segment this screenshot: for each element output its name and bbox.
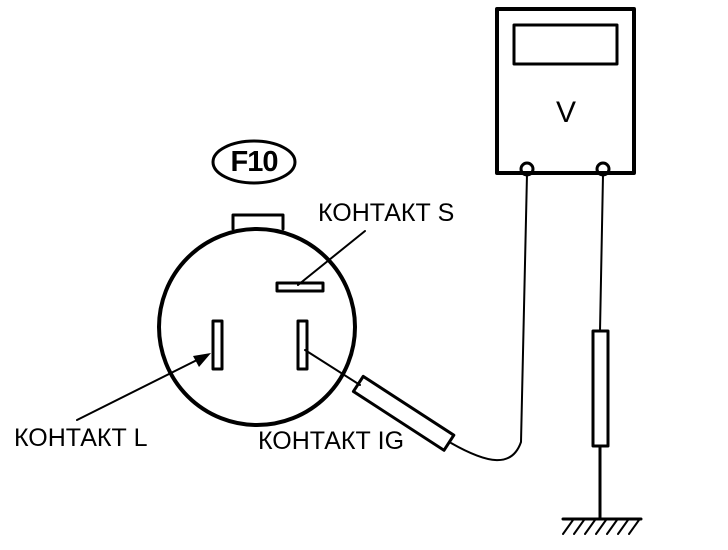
arrowhead-l <box>193 353 211 367</box>
contact-s-label: КОНТАКТ S <box>318 199 455 227</box>
voltmeter-terminal-left <box>519 161 535 177</box>
resistor <box>591 329 610 448</box>
terminal-l <box>211 319 224 371</box>
probe-tip <box>304 349 361 386</box>
leader-arrow-l <box>76 354 208 421</box>
terminal-ig <box>296 319 309 371</box>
voltmeter-unit-label: V <box>556 96 577 129</box>
connector-body <box>157 227 357 427</box>
connector-code-label: F10 <box>230 145 279 178</box>
probe-handle <box>351 374 456 452</box>
voltmeter-display <box>512 23 619 66</box>
ground-lead-upper <box>599 174 604 332</box>
leader-line-s <box>297 230 366 286</box>
connector-code-badge <box>211 139 297 185</box>
connector-latch-tab <box>231 213 285 231</box>
probe-lead-wire <box>450 173 528 462</box>
contact-ig-label: КОНТАКТ IG <box>258 427 405 455</box>
ground-hatch <box>562 519 640 535</box>
voltmeter-body <box>495 7 636 175</box>
contact-l-label: КОНТАКТ L <box>14 424 148 452</box>
